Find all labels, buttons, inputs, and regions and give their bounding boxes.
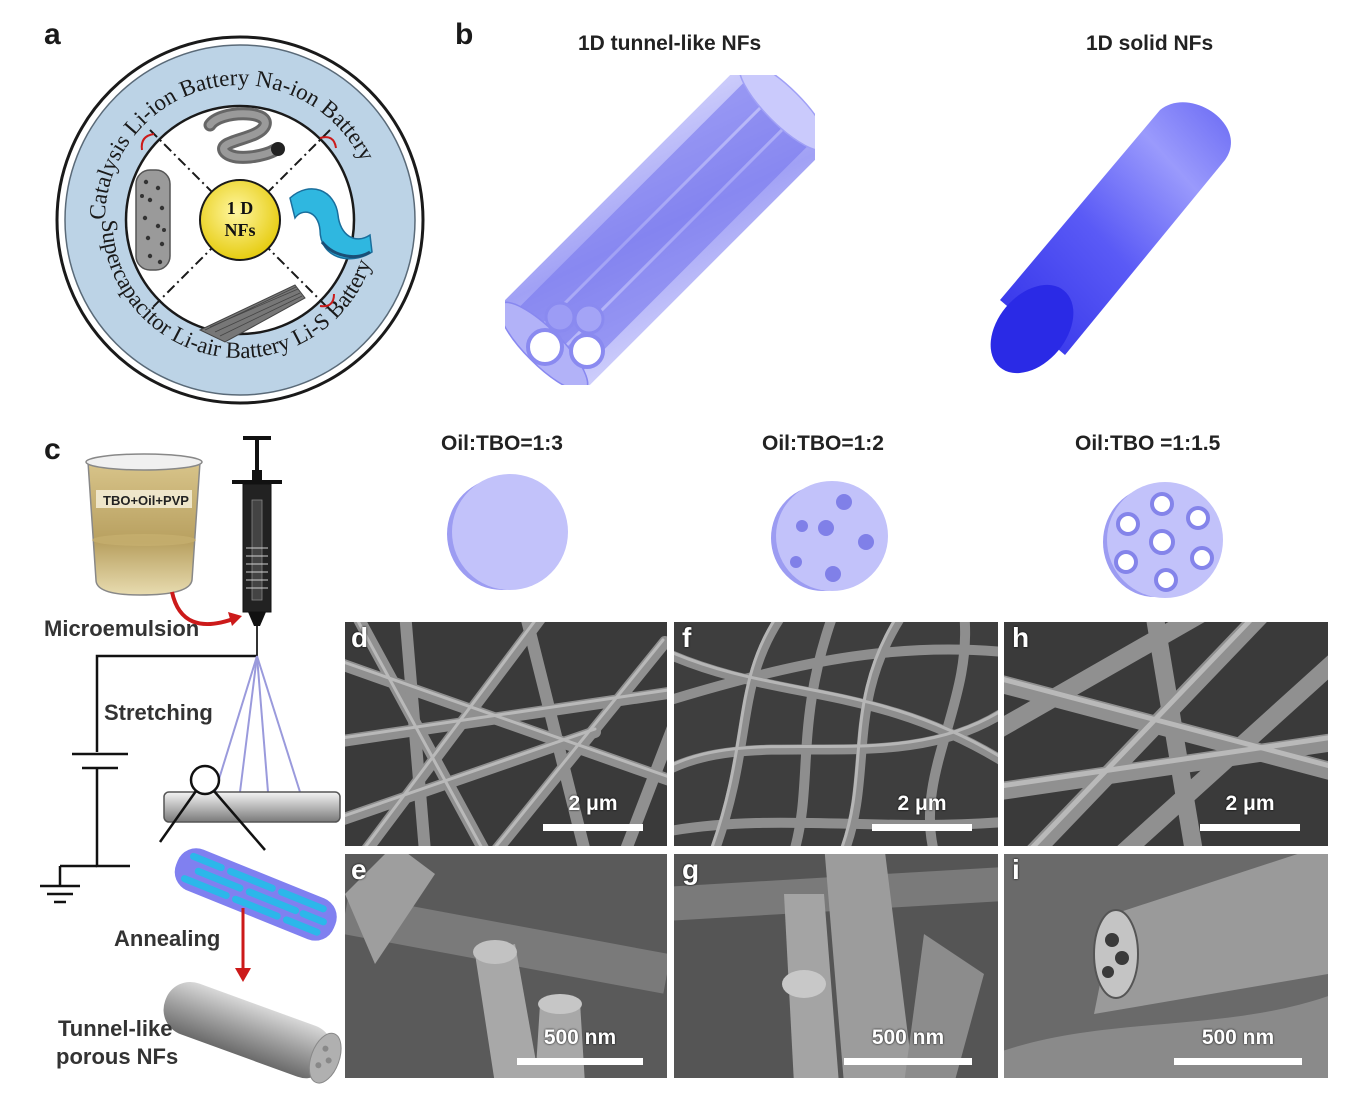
scale-label-g: 500 nm xyxy=(871,1026,945,1049)
nanotube-s-shape xyxy=(203,107,285,164)
scale-bar-h xyxy=(1200,824,1300,831)
cross-section-many-pores xyxy=(1103,482,1223,598)
panel-letter-a: a xyxy=(44,18,61,51)
sem-f-fibers xyxy=(674,622,998,846)
microemulsion-label: Microemulsion xyxy=(44,616,200,641)
scale-label-d: 2 μm xyxy=(568,792,618,815)
tunnel-nf-title: 1D tunnel-like NFs xyxy=(578,32,762,55)
sem-g-fibers xyxy=(674,854,998,1078)
ratio-label-1: Oil:TBO=1:3 xyxy=(441,432,563,455)
cone-fiber-bundle xyxy=(198,284,306,343)
product-rod xyxy=(163,981,342,1084)
panel-letter-c: c xyxy=(44,433,61,466)
collector xyxy=(163,791,341,823)
ratio-label-3: Oil:TBO =1:1.5 xyxy=(1075,432,1221,455)
zoomed-fiber xyxy=(174,848,337,941)
product-label-line2: porous NFs xyxy=(56,1044,179,1069)
panel-letter-b: b xyxy=(455,18,474,51)
tunnel-openings xyxy=(526,301,605,369)
tunnel-nanofiber xyxy=(505,75,815,385)
zoom-lines xyxy=(158,790,266,851)
applications-wheel: Catalysis Li-ion Battery Na-ion Battery … xyxy=(55,35,425,405)
sem-letter-f: f xyxy=(682,622,692,653)
annealing-label: Annealing xyxy=(114,926,221,951)
scale-label-i: 500 nm xyxy=(1201,1026,1275,1049)
center-label-line2: NFs xyxy=(225,220,256,240)
syringe xyxy=(232,436,282,656)
beaker-label: TBO+Oil+PVP xyxy=(103,493,189,508)
ratio-label-2: Oil:TBO=1:2 xyxy=(762,432,884,455)
sem-letter-h: h xyxy=(1012,622,1030,653)
sem-image-g: g 500 nm xyxy=(674,854,998,1078)
scale-bar-g xyxy=(844,1058,972,1065)
sem-image-h: h 2 μm xyxy=(1004,622,1328,846)
scale-label-f: 2 μm xyxy=(897,792,947,815)
scale-label-h: 2 μm xyxy=(1225,792,1275,815)
sem-image-d: d 2 μm xyxy=(345,622,667,846)
blue-ribbon xyxy=(289,188,373,260)
spray-jets xyxy=(214,655,301,793)
sem-h-fibers xyxy=(1004,622,1328,846)
sem-d-fibers xyxy=(345,622,667,846)
porous-rod xyxy=(135,169,171,271)
scale-bar-d xyxy=(543,824,643,831)
sem-e-fibers xyxy=(345,854,667,1078)
scale-bar-f xyxy=(872,824,972,831)
cross-section-solid xyxy=(447,474,568,590)
sem-letter-i: i xyxy=(1012,854,1020,885)
product-label-line1: Tunnel-like xyxy=(58,1016,173,1041)
zoom-circle xyxy=(189,764,221,796)
stretching-label: Stretching xyxy=(104,700,213,725)
solid-nf-title: 1D solid NFs xyxy=(1086,32,1214,55)
sem-letter-e: e xyxy=(351,854,367,885)
circuit xyxy=(40,654,257,904)
center-circle xyxy=(199,179,281,261)
transfer-arrow xyxy=(170,591,237,627)
sem-i-fibers xyxy=(1004,854,1328,1078)
sem-image-e: e 500 nm xyxy=(345,854,667,1078)
center-label-line1: 1 D xyxy=(227,198,254,218)
scale-bar-i xyxy=(1174,1058,1302,1065)
scale-label-e: 500 nm xyxy=(543,1026,617,1049)
solid-nanofiber xyxy=(990,102,1231,374)
sem-letter-g: g xyxy=(682,854,700,885)
sem-letter-d: d xyxy=(351,622,369,653)
electrospinning-schematic: TBO+Oil+PVP xyxy=(40,436,342,1084)
red-arrows xyxy=(140,133,337,308)
scale-bar-e xyxy=(517,1058,643,1065)
beaker xyxy=(85,453,203,596)
cross-section-few-pores xyxy=(771,481,888,591)
sem-image-f: f 2 μm xyxy=(674,622,998,846)
sem-image-i: i 500 nm xyxy=(1004,854,1328,1078)
